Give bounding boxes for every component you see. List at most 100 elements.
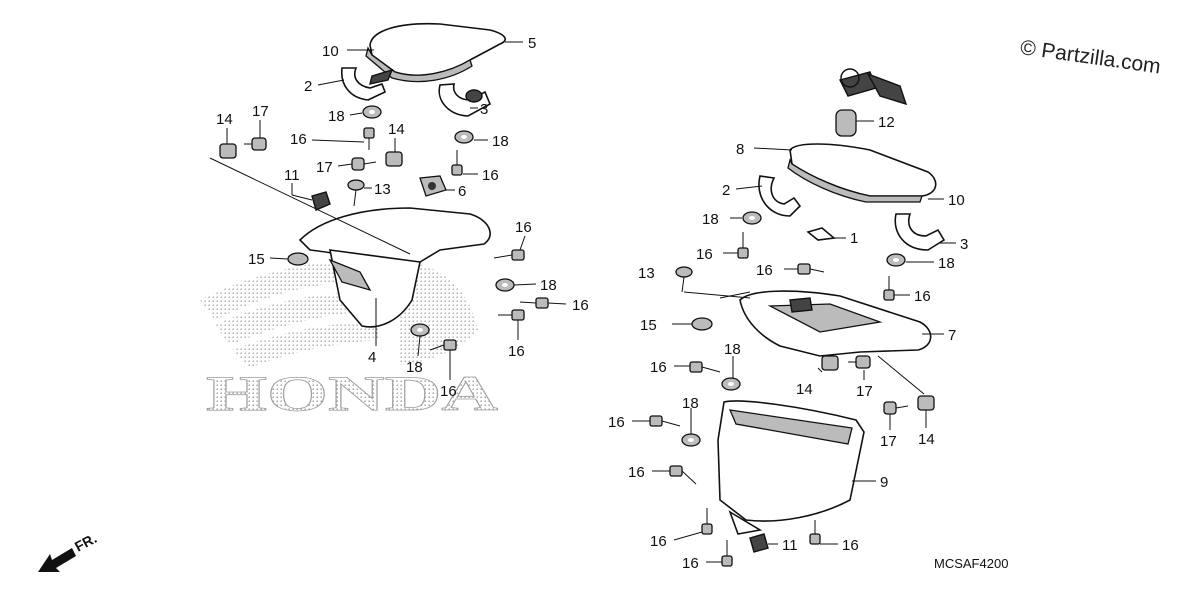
screw-16 [498,309,525,321]
washer-18 [742,211,762,225]
screw-16 [649,415,681,427]
callout-5: 5 [528,35,536,52]
part-2-hinge [758,175,802,217]
callout-16: 16 [914,288,931,305]
callouts-left: 5 10 2 3 18 18 14 17 16 14 17 16 11 13 6… [216,35,589,400]
part-15-nut [287,252,309,266]
screw-17 [351,157,377,171]
washer-18 [362,105,382,119]
callout-16: 16 [515,219,532,236]
callout-18: 18 [682,395,699,412]
callout-16: 16 [650,533,667,550]
callout-10: 10 [322,43,339,60]
callout-11: 11 [782,537,798,554]
callout-16: 16 [508,343,525,360]
part-13-bolt [675,266,693,293]
screw-16 [519,297,549,309]
leader-lines-right [632,120,956,563]
screw-17 [244,137,267,151]
part-1-clip [806,227,836,241]
callout-16: 16 [440,383,457,400]
callout-15: 15 [248,251,265,268]
callouts-right: 12 8 2 10 18 1 3 16 16 18 16 13 15 7 16 … [608,114,968,572]
part-9-box [717,400,865,535]
callout-13: 13 [638,265,655,282]
callout-7: 7 [948,327,956,344]
callout-3: 3 [480,101,488,118]
callout-11: 11 [284,167,300,184]
part-7-tray [739,290,932,357]
callout-2: 2 [722,182,730,199]
callout-4: 4 [368,349,376,366]
callout-13: 13 [374,181,391,198]
screw-16 [721,540,733,567]
callout-6: 6 [458,183,466,200]
callout-15: 15 [640,317,657,334]
callout-16: 16 [842,537,859,554]
callout-18: 18 [540,277,557,294]
callout-16: 16 [696,246,713,263]
screw-17 [883,401,909,415]
callout-18: 18 [938,255,955,272]
callout-18: 18 [492,133,509,150]
callout-14: 14 [216,111,233,128]
screw-16 [701,508,713,535]
callout-17: 17 [880,433,897,450]
washer-18 [454,130,474,144]
part-13-bolt [347,179,365,207]
callout-16: 16 [482,167,499,184]
callout-9: 9 [880,474,888,491]
screw-16 [883,276,895,301]
screw-16 [737,232,749,259]
part-4-box [298,207,491,328]
part-6-grommet [419,175,447,197]
washer-18 [721,377,741,391]
callout-18: 18 [328,108,345,125]
part-2-hinge [341,67,394,101]
screw-16 [493,249,525,261]
callout-16: 16 [572,297,589,314]
callout-17: 17 [856,383,873,400]
callout-18: 18 [724,341,741,358]
part-8-lid [787,143,937,203]
screw-17 [848,355,871,369]
screw-16 [451,150,463,176]
callout-16: 16 [608,414,625,431]
callout-17: 17 [316,159,333,176]
part-11-clip [311,191,331,211]
washer-18 [410,323,430,337]
callout-3: 3 [960,236,968,253]
collar-14 [219,143,237,159]
callout-14: 14 [796,381,813,398]
svg-text:FR.: FR. [72,530,99,555]
screw-16 [363,127,375,150]
washer-18 [886,253,906,267]
callout-12: 12 [878,114,895,131]
collar-14 [821,355,839,371]
callout-16: 16 [650,359,667,376]
callout-8: 8 [736,141,744,158]
collar-14 [917,395,935,411]
diagram-code: MCSAF4200 [934,556,1009,571]
washer-18 [681,433,701,447]
screw-16 [809,520,821,545]
callout-14: 14 [918,431,935,448]
callout-16: 16 [290,131,307,148]
callout-14: 14 [388,121,405,138]
screw-16 [797,263,825,275]
washer-18 [495,278,515,292]
callout-17: 17 [252,103,269,120]
screw-16 [669,465,697,485]
part-15-nut [691,317,713,331]
callout-16: 16 [756,262,773,279]
part-12-key-cylinder [835,68,908,137]
callout-18: 18 [406,359,423,376]
callout-16: 16 [682,555,699,572]
callout-10: 10 [948,192,965,209]
callout-1: 1 [850,230,858,247]
front-direction-arrow: FR. [38,530,99,572]
leader-lines-left [209,41,567,380]
part-3-hinge [894,213,946,251]
screw-16 [689,361,721,373]
